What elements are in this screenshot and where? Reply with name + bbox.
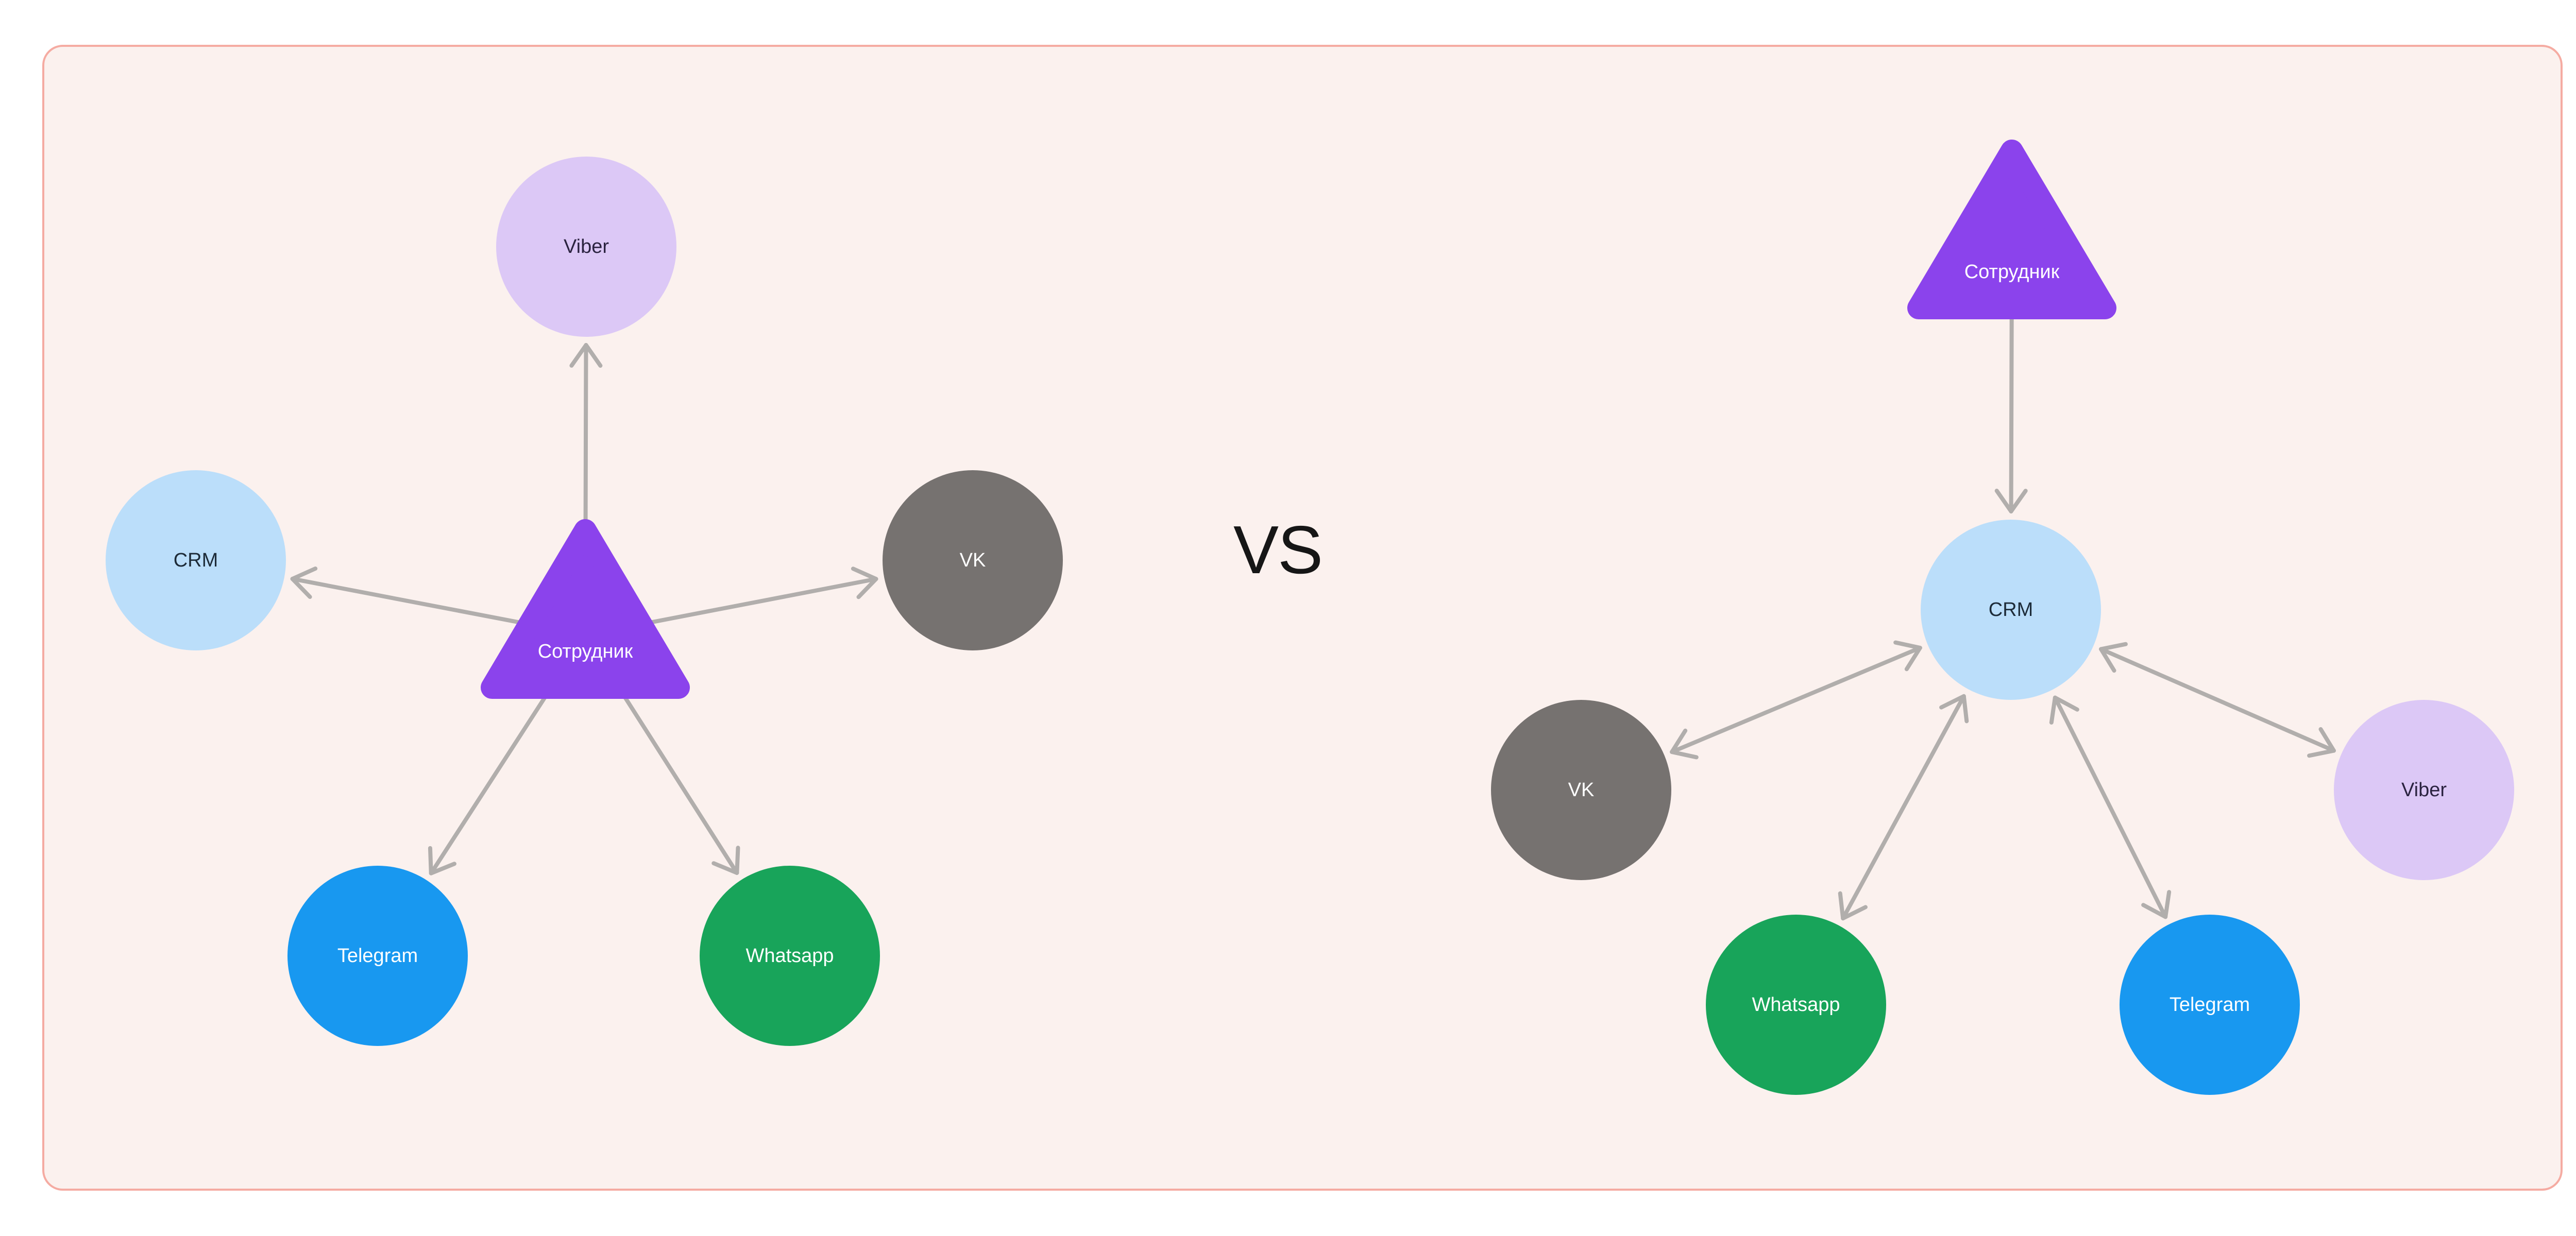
node-right-crm: CRM bbox=[1921, 520, 2101, 700]
left-viber-circle-shape bbox=[496, 157, 676, 337]
left-viber-label: Viber bbox=[564, 236, 609, 258]
right-vk-circle-shape bbox=[1491, 700, 1671, 880]
right-employee-label: Сотрудник bbox=[1964, 261, 2060, 283]
right-telegram-circle-shape bbox=[2120, 915, 2300, 1095]
left-telegram-label: Telegram bbox=[337, 945, 418, 967]
right-employee-triangle-shape bbox=[1907, 140, 2116, 319]
edge-right-crm-to-right-viber bbox=[2099, 642, 2336, 758]
node-left-telegram: Telegram bbox=[287, 866, 468, 1046]
node-right-vk: VK bbox=[1491, 700, 1671, 880]
left-whatsapp-circle-shape bbox=[700, 866, 880, 1046]
right-whatsapp-label: Whatsapp bbox=[1752, 994, 1840, 1016]
left-employee-label: Сотрудник bbox=[538, 641, 633, 662]
node-right-telegram: Telegram bbox=[2120, 915, 2300, 1095]
left-vk-label: VK bbox=[960, 550, 986, 571]
edge-right-crm-to-right-whatsapp bbox=[1838, 694, 1969, 921]
right-crm-label: CRM bbox=[1989, 599, 2033, 621]
right-whatsapp-circle-shape bbox=[1706, 915, 1886, 1095]
right-crm-circle-shape bbox=[1921, 520, 2101, 700]
right-telegram-label: Telegram bbox=[2170, 994, 2250, 1016]
node-left-vk: VK bbox=[883, 470, 1063, 650]
left-crm-label: CRM bbox=[174, 550, 218, 571]
left-whatsapp-label: Whatsapp bbox=[745, 945, 834, 967]
edge-right-crm-to-right-telegram bbox=[2049, 695, 2172, 919]
right-viber-circle-shape bbox=[2334, 700, 2514, 880]
right-viber-label: Viber bbox=[2401, 779, 2447, 801]
node-right-whatsapp: Whatsapp bbox=[1706, 915, 1886, 1095]
left-employee-triangle-shape bbox=[481, 519, 690, 699]
node-right-employee: Сотрудник bbox=[1907, 140, 2116, 319]
node-left-viber: Viber bbox=[496, 157, 676, 337]
left-crm-circle-shape bbox=[106, 470, 286, 650]
node-left-crm: CRM bbox=[106, 470, 286, 650]
node-right-viber: Viber bbox=[2334, 700, 2514, 880]
left-vk-circle-shape bbox=[883, 470, 1063, 650]
node-left-whatsapp: Whatsapp bbox=[700, 866, 880, 1046]
right-vk-label: VK bbox=[1568, 779, 1595, 801]
node-left-employee: Сотрудник bbox=[481, 519, 690, 699]
edge-right-crm-to-right-vk bbox=[1670, 640, 1922, 760]
left-telegram-circle-shape bbox=[287, 866, 468, 1046]
vs-label: VS bbox=[1233, 512, 1323, 588]
